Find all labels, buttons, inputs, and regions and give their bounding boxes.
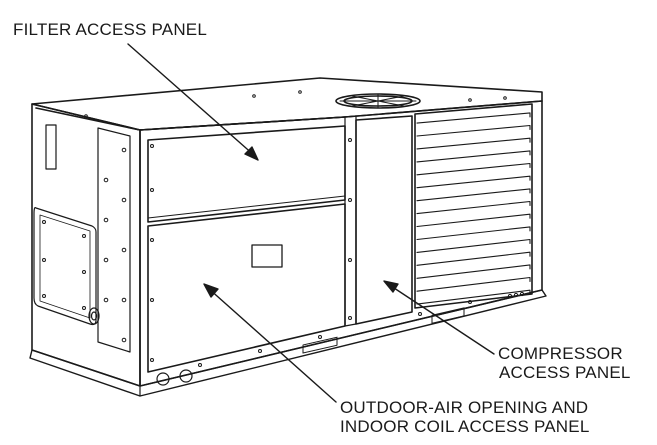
condenser-louver xyxy=(416,238,531,253)
leader-filter xyxy=(127,43,259,161)
outdoor-air-label-plate xyxy=(251,244,283,268)
center-post xyxy=(344,115,357,327)
condenser-louver xyxy=(416,226,531,241)
filter-access-panel-label: FILTER ACCESS PANEL xyxy=(13,20,207,39)
left-end-vent-slot xyxy=(45,124,57,170)
condenser-louver xyxy=(416,150,531,163)
condenser-louver xyxy=(416,112,531,124)
outdoor-air-opening-label: OUTDOOR-AIR OPENING AND INDOOR COIL ACCE… xyxy=(340,398,589,436)
outdoor-label-line2: INDOOR COIL ACCESS PANEL xyxy=(340,417,590,436)
base-rail-forklift-slot-1 xyxy=(302,336,338,354)
compressor-label-line1: COMPRESSOR xyxy=(498,344,623,363)
unit-left-end xyxy=(31,103,141,387)
base-rail-forklift-slot-2 xyxy=(431,307,465,324)
condenser-louver xyxy=(416,251,531,266)
condenser-louver xyxy=(416,175,531,189)
condenser-louver xyxy=(416,137,531,150)
center-post-rivets xyxy=(348,138,352,320)
base-small-holes xyxy=(507,291,525,299)
condenser-louvers xyxy=(416,112,531,305)
condenser-louver xyxy=(416,289,531,305)
gas-connection-fitting xyxy=(88,307,100,325)
unit-front-face xyxy=(139,100,543,387)
condenser-louver xyxy=(416,276,531,292)
condenser-louver xyxy=(416,124,531,137)
base-rail-lifting-holes xyxy=(156,369,193,386)
compressor-access-panel xyxy=(355,115,413,325)
condenser-fan-grille xyxy=(335,93,421,109)
base-rail xyxy=(29,289,547,397)
leader-compressor xyxy=(383,280,495,355)
left-end-hatch xyxy=(33,207,97,326)
top-face-holes xyxy=(84,90,507,118)
condenser-louver xyxy=(416,162,531,176)
condenser-louver xyxy=(416,188,531,202)
condenser-louver xyxy=(416,200,531,215)
condenser-louver xyxy=(416,264,531,279)
leader-outdoor-air xyxy=(203,283,337,403)
front-rivets xyxy=(150,144,472,367)
compressor-label-line2: ACCESS PANEL xyxy=(499,363,631,382)
left-end-panel xyxy=(97,127,131,353)
filter-label-text: FILTER ACCESS PANEL xyxy=(13,20,208,39)
condenser-louver xyxy=(416,213,531,228)
compressor-access-panel-label: COMPRESSOR ACCESS PANEL xyxy=(498,344,631,382)
condenser-louver-frame xyxy=(414,103,533,309)
outdoor-label-line1: OUTDOOR-AIR OPENING AND xyxy=(340,398,589,417)
indoor-coil-access-panel xyxy=(147,203,346,373)
left-end-rivets xyxy=(42,147,127,343)
